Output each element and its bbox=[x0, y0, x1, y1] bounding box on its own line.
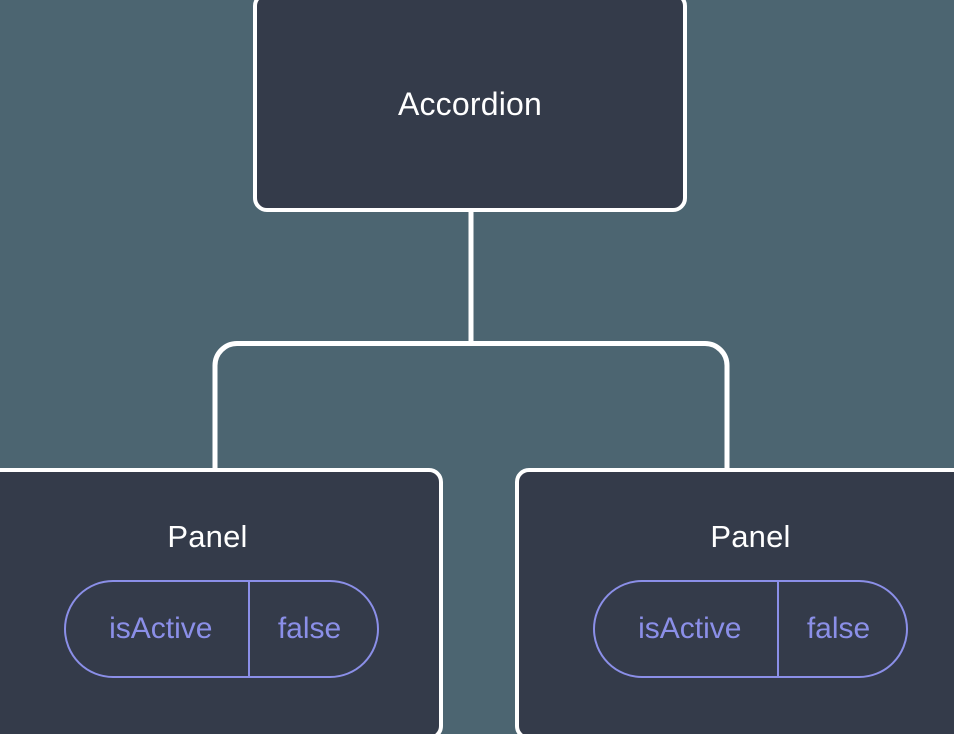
node-accordion[interactable]: Accordion bbox=[253, 0, 687, 212]
prop-value-label: false bbox=[247, 582, 377, 677]
node-panel-right[interactable]: Panel isActive false bbox=[515, 468, 954, 734]
node-accordion-title: Accordion bbox=[397, 86, 543, 123]
prop-pill-isactive-left[interactable]: isActive false bbox=[63, 580, 380, 679]
connector-branch-right bbox=[471, 341, 730, 472]
node-panel-right-title: Panel bbox=[710, 519, 791, 554]
prop-key-label: isActive bbox=[638, 612, 742, 646]
node-panel-left[interactable]: Panel isActive false bbox=[0, 468, 443, 734]
connector-branch-left bbox=[212, 341, 471, 472]
prop-value-label: false bbox=[776, 582, 906, 677]
prop-key-label: isActive bbox=[109, 612, 213, 646]
prop-pill-isactive-right[interactable]: isActive false bbox=[592, 580, 909, 679]
node-panel-left-title: Panel bbox=[167, 519, 248, 554]
